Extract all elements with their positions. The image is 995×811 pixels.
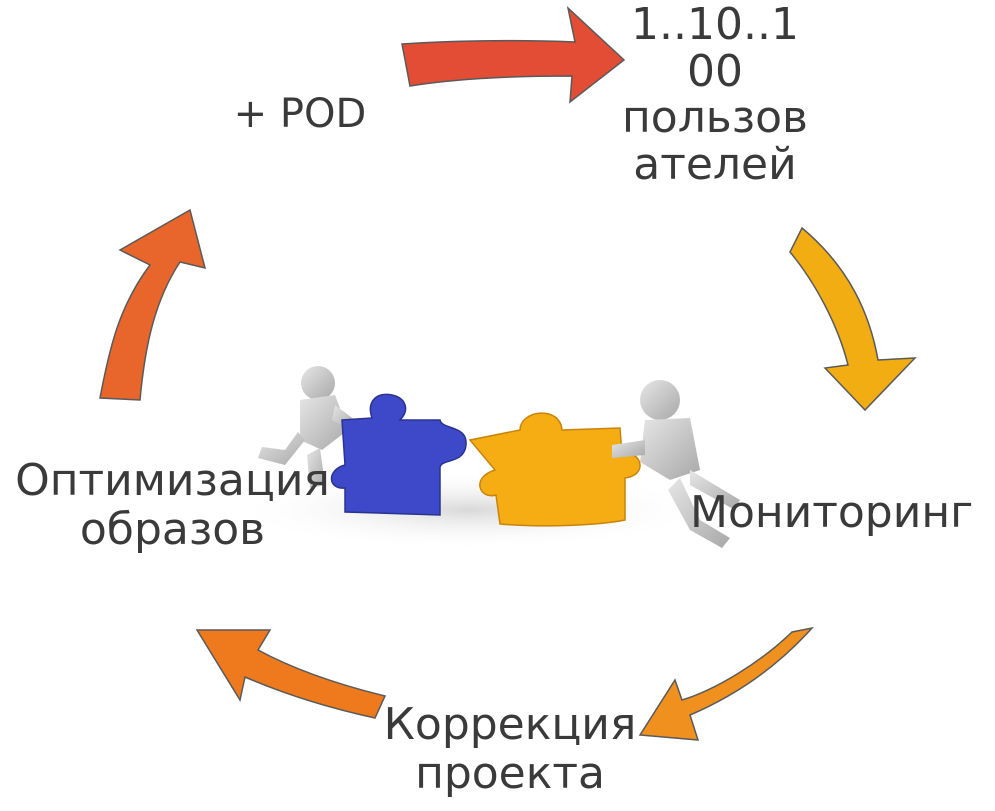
users-label-line-1: 1..10..1: [631, 0, 799, 50]
optimization-label-line-2: образов: [79, 504, 266, 556]
pod-label-text: + POD: [233, 91, 367, 137]
correction-label: Коррекция проекта: [365, 700, 655, 799]
arrow-bottom-left-icon: [195, 629, 387, 719]
monitoring-label: Мониторинг: [690, 488, 990, 537]
users-label: 1..10..1 00 пользов ателей: [590, 0, 840, 190]
optimization-label: Оптимизация образов: [0, 456, 345, 555]
users-label-line-3: пользов: [622, 92, 808, 144]
correction-label-line-1: Коррекция: [383, 699, 637, 750]
arrow-left-icon: [99, 208, 207, 401]
optimization-label-line-1: Оптимизация: [15, 455, 330, 506]
correction-label-line-2: проекта: [415, 748, 605, 800]
users-label-line-2: 00: [687, 45, 743, 97]
arrow-right-icon: [789, 226, 917, 412]
arrow-bottom-right-icon: [638, 626, 815, 741]
pod-label: + POD: [210, 92, 390, 137]
yellow-puzzle-piece-icon: [468, 412, 641, 527]
users-label-line-4: ателей: [633, 138, 797, 190]
arrow-top-icon: [401, 5, 626, 104]
monitoring-label-text: Мониторинг: [690, 487, 974, 538]
right-person-pushing-icon: [612, 380, 740, 548]
blue-puzzle-piece-icon: [330, 393, 467, 516]
